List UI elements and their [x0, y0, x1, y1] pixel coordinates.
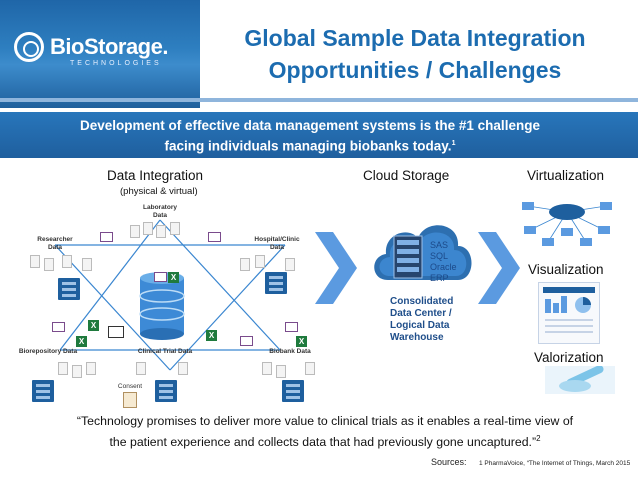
document-icon — [130, 225, 140, 238]
brand-tagline: TECHNOLOGIES — [70, 60, 162, 67]
document-icon — [178, 362, 188, 375]
valorization-lab-image — [545, 366, 615, 394]
brand-name: BioStorage. — [50, 34, 168, 59]
banner-line-2: facing individuals managing biobanks tod… — [75, 135, 545, 156]
biorepository-building-icon — [32, 380, 54, 402]
document-icon — [156, 225, 166, 238]
node-biobank-label: Biobank Data — [269, 348, 311, 355]
quote-footnote: 2 — [536, 434, 541, 443]
visualization-heading: Visualization — [528, 262, 604, 277]
node-researcher-label: Researcher Data — [37, 236, 73, 251]
cloud-storage-heading: Cloud Storage — [363, 168, 450, 183]
arrow-to-cloud-icon — [315, 232, 357, 304]
document-icon — [305, 362, 315, 375]
db-label-erp: ERP — [430, 273, 449, 283]
document-icon — [255, 255, 265, 268]
cloud-label-line: Logical Data — [390, 320, 450, 331]
virtualization-heading: Virtualization — [527, 168, 605, 183]
header-divider — [0, 98, 638, 102]
hospital-building-icon — [265, 272, 287, 294]
cloud-label-line: Data Center / — [390, 308, 452, 319]
banner-footnote: 1 — [451, 140, 456, 147]
db-label-sas: SAS — [430, 240, 449, 250]
cloud-storage-icon — [374, 225, 472, 280]
document-icon — [82, 258, 92, 271]
document-icon — [72, 365, 82, 378]
excel-icon: X — [168, 272, 179, 283]
sources-text: 1 PharmaVoice, “The Internet of Things, … — [479, 460, 631, 467]
document-icon — [143, 222, 153, 235]
db-label-sql: SQL — [430, 251, 449, 261]
arrow-to-outputs-icon — [478, 232, 520, 304]
page-title: Global Sample Data Integration Opportuni… — [205, 22, 625, 86]
challenge-banner — [0, 112, 638, 158]
database-types-list: SAS SQL Oracle ERP — [430, 240, 457, 284]
valorization-heading: Valorization — [534, 350, 604, 365]
excel-icon: X — [206, 330, 217, 341]
db-label-oracle: Oracle — [430, 262, 457, 272]
node-clinical-trial-label: Clinical Trial Data — [137, 348, 193, 355]
visualization-report-image — [538, 282, 600, 344]
quote-line-1: “Technology promises to deliver more val… — [76, 414, 574, 428]
email-icon — [285, 322, 298, 332]
title-line-2: Opportunities / Challenges — [268, 57, 562, 83]
biostorage-logo-icon — [14, 32, 44, 62]
clinical-trial-building-icon — [155, 380, 177, 402]
banner-line-1: Development of effective data management… — [80, 118, 540, 133]
document-icon — [136, 362, 146, 375]
laptop-icon — [108, 326, 124, 338]
data-integration-heading: Data Integration — [107, 168, 204, 183]
document-icon — [62, 255, 72, 268]
document-icon — [30, 255, 40, 268]
cloud-label-line: Consolidated — [390, 296, 454, 307]
banner-text: Development of effective data management… — [75, 117, 545, 156]
cloud-label-line: Warehouse — [390, 332, 444, 343]
email-icon — [240, 336, 253, 346]
document-icon — [276, 365, 286, 378]
email-icon — [154, 272, 167, 282]
consolidated-data-center-label: Consolidated Data Center / Logical Data … — [390, 296, 453, 344]
quote-line-2-text: the patient experience and collects data… — [109, 435, 537, 450]
consent-label: Consent — [117, 383, 143, 390]
consent-form-icon — [123, 392, 137, 408]
link-researcher-trial — [54, 244, 171, 371]
virtualization-network-image — [522, 202, 612, 246]
banner-line-2-text: facing individuals managing biobanks tod… — [164, 138, 452, 154]
document-icon — [86, 362, 96, 375]
document-icon — [285, 258, 295, 271]
document-icon — [170, 222, 180, 235]
report-chart-icon — [543, 287, 595, 333]
link-lab-biorepo — [59, 219, 161, 351]
technology-quote: “Technology promises to deliver more val… — [55, 412, 595, 451]
document-icon — [240, 258, 250, 271]
email-icon — [52, 322, 65, 332]
link-hospital-trial — [169, 244, 286, 371]
node-laboratory-label: Laboratory Data — [143, 204, 177, 219]
email-icon — [100, 232, 113, 242]
document-icon — [262, 362, 272, 375]
quote-line-2: the patient experience and collects data… — [55, 430, 595, 451]
excel-icon: X — [76, 336, 87, 347]
excel-icon: X — [88, 320, 99, 331]
title-line-1: Global Sample Data Integration — [244, 25, 586, 51]
sources-label: Sources: — [431, 457, 467, 467]
excel-icon: X — [296, 336, 307, 347]
document-icon — [44, 258, 54, 271]
data-integration-subheading: (physical & virtual) — [120, 186, 198, 197]
sources-footer: Sources: 1 PharmaVoice, “The Internet of… — [431, 457, 630, 467]
email-icon — [208, 232, 221, 242]
node-biorepository-label: Biorepository Data — [18, 348, 78, 355]
link-lab-biobank — [159, 219, 281, 351]
researcher-building-icon — [58, 278, 80, 300]
biobank-building-icon — [282, 380, 304, 402]
document-icon — [58, 362, 68, 375]
node-hospital-label: Hospital/Clinic Data — [254, 236, 300, 251]
